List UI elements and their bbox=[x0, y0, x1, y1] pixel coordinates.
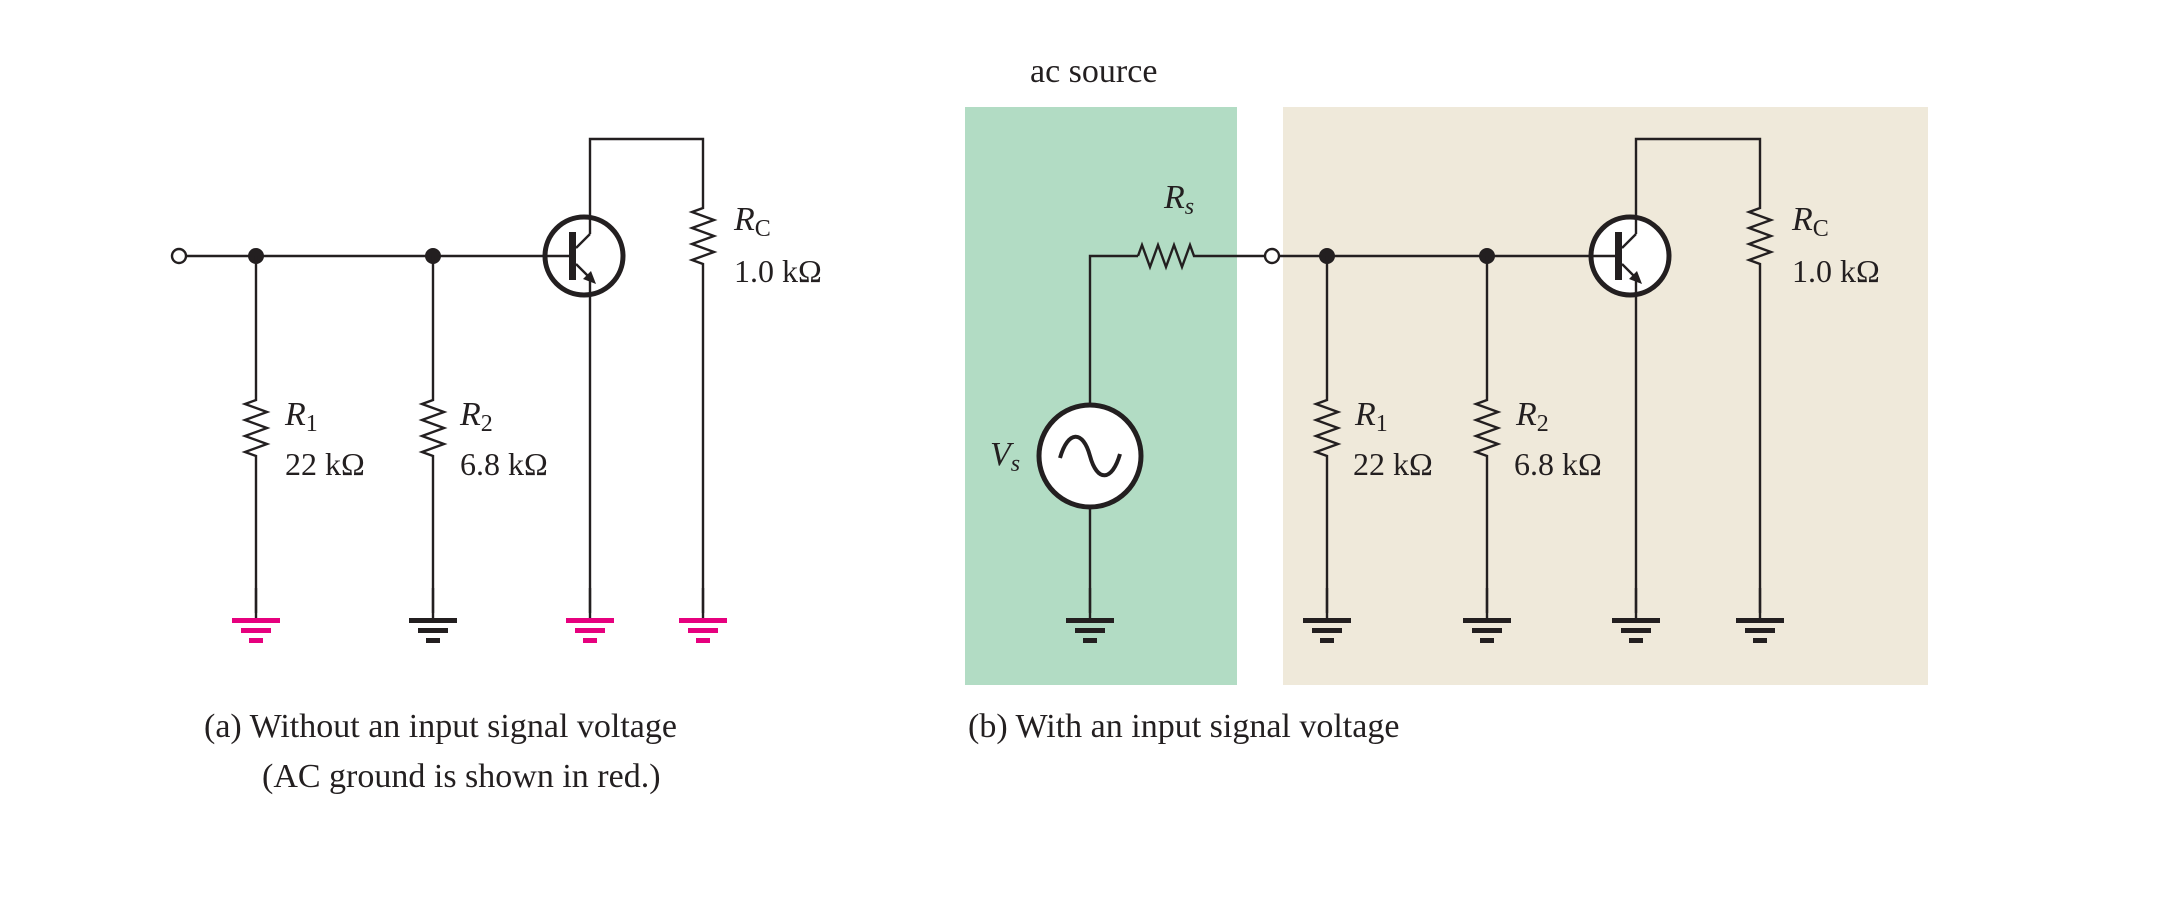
ac-voltage-source[interactable] bbox=[1036, 402, 1144, 510]
resistor-r2[interactable] bbox=[1472, 256, 1502, 613]
ac-ground-icon bbox=[230, 586, 282, 645]
rc-value: 1.0 kΩ bbox=[734, 253, 822, 289]
panel-a-circuit: R1 22 kΩ R2 6.8 kΩ RC 1.0 kΩ (a) Without… bbox=[170, 137, 822, 795]
rs-label: Rs bbox=[1163, 179, 1194, 220]
resistor-rc[interactable] bbox=[1745, 200, 1775, 613]
source-panel bbox=[965, 107, 1237, 685]
transistor[interactable] bbox=[545, 217, 623, 295]
caption-b: (b) With an input signal voltage bbox=[968, 708, 1399, 745]
amplifier-panel bbox=[1283, 107, 1928, 685]
ac-ground-icon bbox=[564, 586, 616, 645]
r1-label: R1 bbox=[284, 396, 318, 437]
r2-label: R2 bbox=[1515, 396, 1549, 437]
resistor-rc[interactable] bbox=[688, 200, 718, 613]
r1-value: 22 kΩ bbox=[285, 446, 365, 482]
rc-value: 1.0 kΩ bbox=[1792, 253, 1880, 289]
panel-b-circuit: ac source Rs Vs R1 22 kΩ R2 6.8 kΩ RC bbox=[968, 53, 1880, 745]
output-terminal[interactable] bbox=[1263, 247, 1281, 265]
resistor-r1[interactable] bbox=[241, 256, 271, 613]
r2-label: R2 bbox=[459, 396, 493, 437]
resistor-rs[interactable] bbox=[1136, 241, 1265, 271]
input-terminal[interactable] bbox=[170, 247, 188, 265]
ac-ground-icon bbox=[677, 586, 729, 645]
rc-label: RC bbox=[733, 201, 771, 242]
sine-wave-icon bbox=[1058, 434, 1122, 478]
r2-value: 6.8 kΩ bbox=[1514, 446, 1602, 482]
resistor-r1[interactable] bbox=[1312, 256, 1342, 613]
r2-value: 6.8 kΩ bbox=[460, 446, 548, 482]
resistor-r2[interactable] bbox=[418, 256, 448, 613]
transistor[interactable] bbox=[1591, 217, 1669, 295]
caption-a-line1: (a) Without an input signal voltage bbox=[204, 708, 677, 745]
dc-ground-icon bbox=[407, 586, 459, 645]
ac-source-label: ac source bbox=[1030, 53, 1157, 90]
r1-value: 22 kΩ bbox=[1353, 446, 1433, 482]
caption-a-line2: (AC ground is shown in red.) bbox=[262, 758, 661, 795]
r1-label: R1 bbox=[1354, 396, 1388, 437]
rc-label: RC bbox=[1791, 201, 1829, 242]
